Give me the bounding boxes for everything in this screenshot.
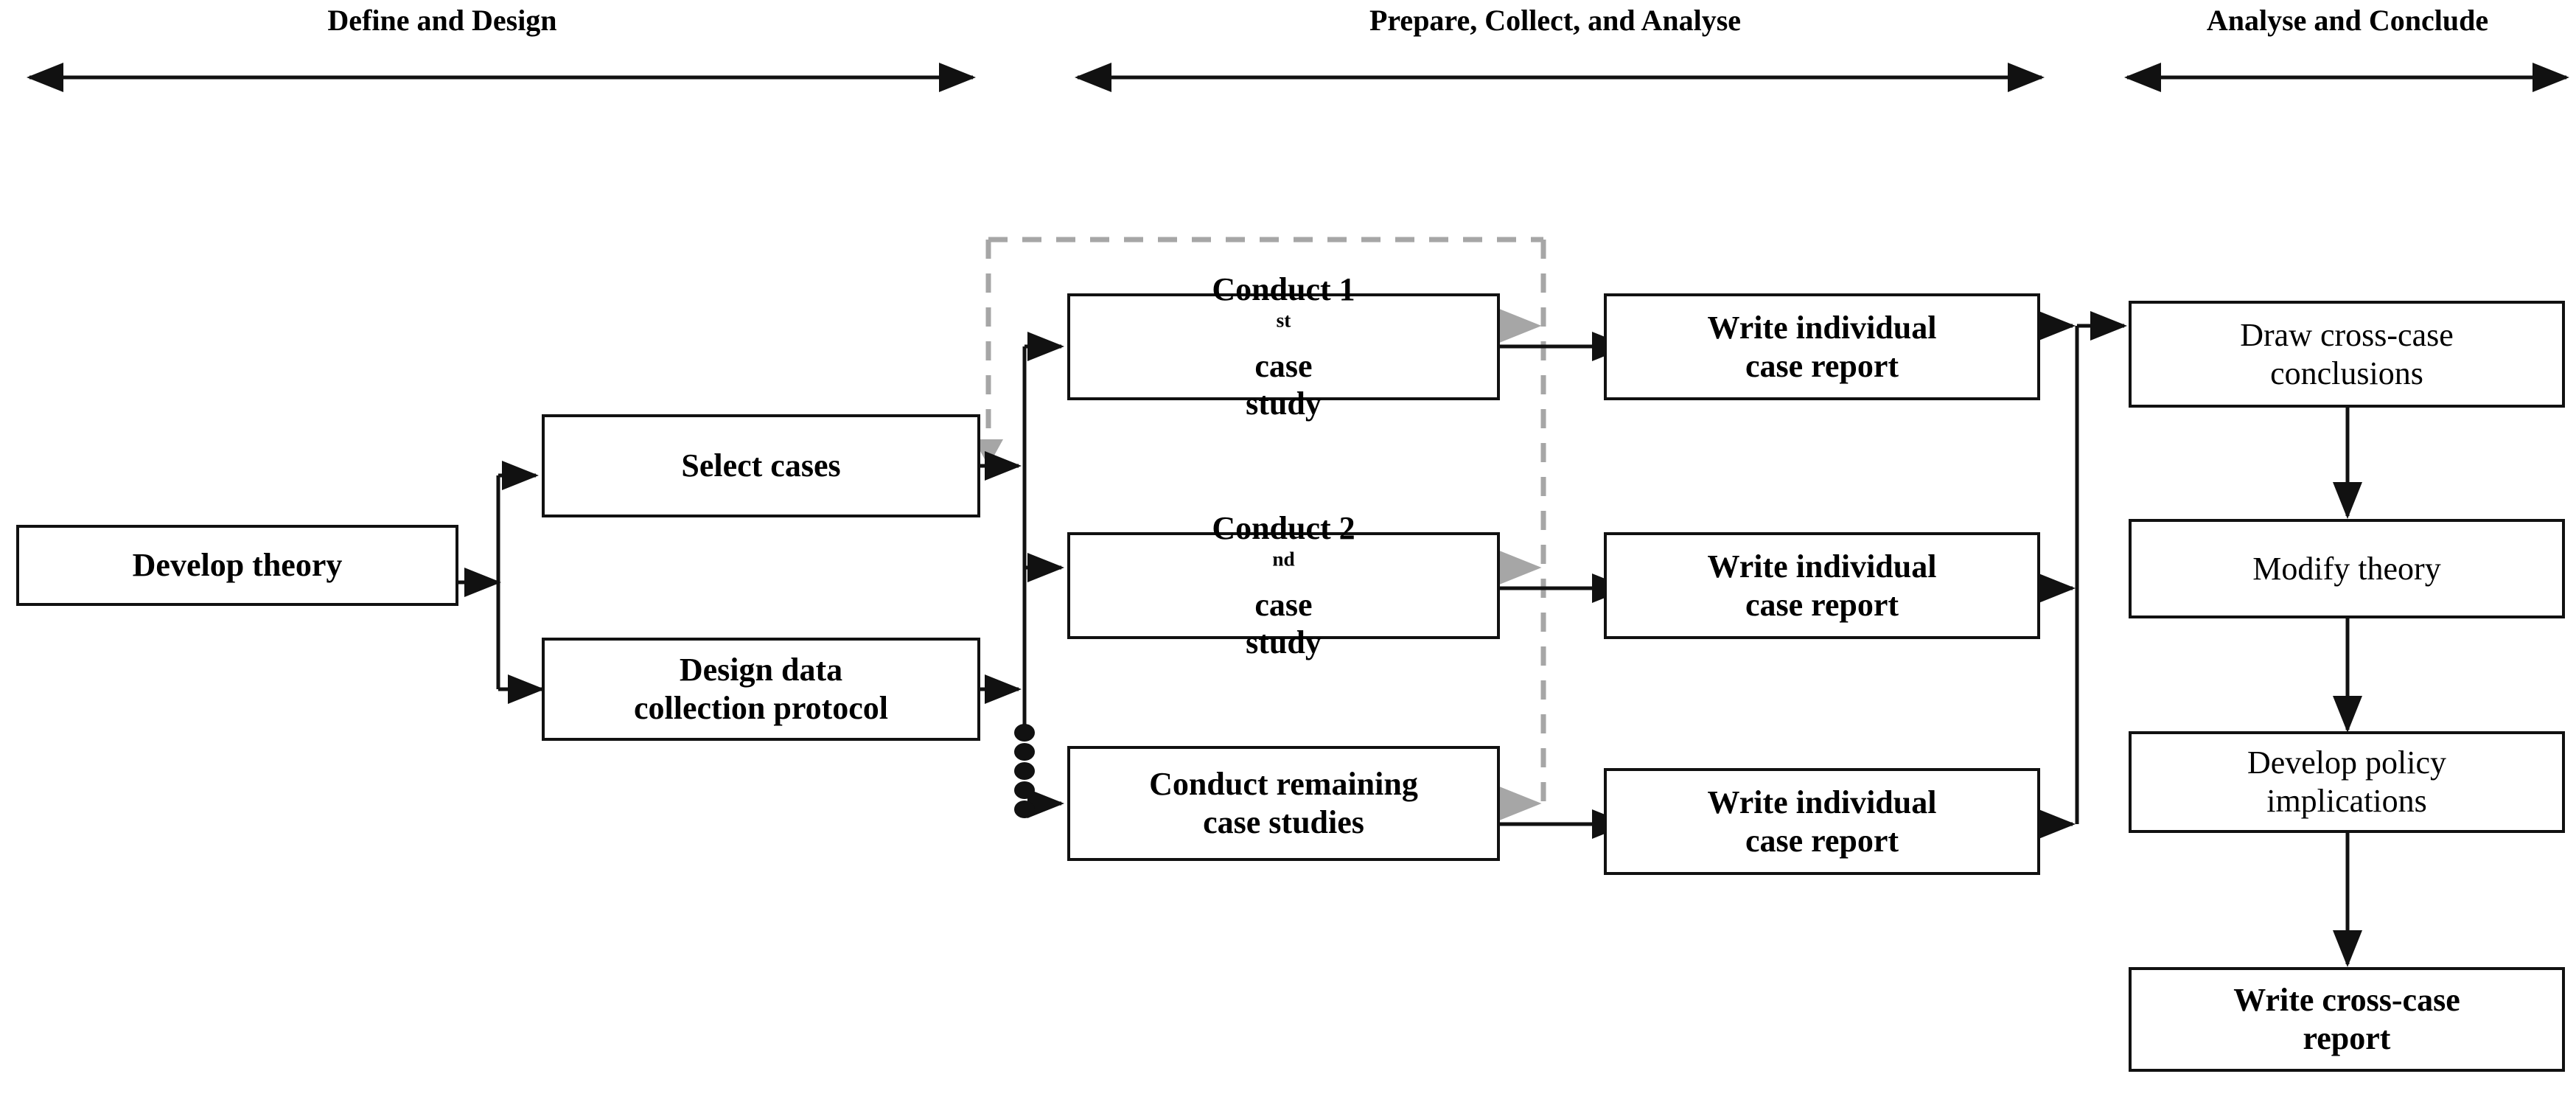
node-write-individual-2-label-line2: case report [1745,586,1899,623]
node-conduct-remaining-label-line2: case studies [1203,804,1364,840]
node-conduct-remaining-case-studies[interactable]: Conduct remaining case studies [1067,746,1500,861]
node-conduct-1st-label-line1b: case [1254,347,1313,384]
node-modify-theory[interactable]: Modify theory [2129,519,2565,618]
phase-label-analyse-conclude: Analyse and Conclude [2206,4,2489,37]
node-draw-conclusions-label-line2: conclusions [2270,355,2423,391]
node-conduct-2nd-label-line1b: case [1254,586,1313,623]
node-write-cross-case-report[interactable]: Write cross-case report [2129,967,2565,1072]
node-conduct-2nd-superscript: nd [1272,547,1295,570]
node-design-protocol-label-line2: collection protocol [634,690,888,726]
node-write-individual-case-report-2[interactable]: Write individual case report [1604,532,2040,639]
node-write-individual-1-label-line1: Write individual [1707,309,1937,346]
node-write-individual-case-report-1[interactable]: Write individual case report [1604,293,2040,400]
node-develop-theory[interactable]: Develop theory [16,525,458,606]
ellipsis-dots [1014,724,1035,818]
node-draw-conclusions-label-line1: Draw cross-case [2240,316,2454,353]
node-develop-policy-implications[interactable]: Develop policy implications [2129,731,2565,833]
node-write-cross-case-label-line2: report [2303,1020,2391,1056]
node-conduct-1st-label-line1a: Conduct 1 [1212,271,1355,307]
phase-label-define-design: Define and Design [327,4,557,37]
node-conduct-remaining-label-line1: Conduct remaining [1149,766,1418,803]
node-write-individual-3-label-line2: case report [1745,822,1899,859]
node-conduct-2nd-label-line2: study [1246,624,1322,661]
node-conduct-1st-label-line2: study [1246,386,1322,422]
node-develop-policy-label-line1: Develop policy [2247,744,2447,781]
node-write-individual-1-label-line2: case report [1745,347,1899,384]
node-write-individual-3-label-line1: Write individual [1707,784,1937,820]
node-write-individual-case-report-3[interactable]: Write individual case report [1604,768,2040,875]
node-modify-theory-label: Modify theory [2252,550,2441,587]
node-draw-cross-case-conclusions[interactable]: Draw cross-case conclusions [2129,301,2565,408]
node-develop-policy-label-line2: implications [2266,783,2427,819]
node-write-cross-case-label-line1: Write cross-case [2233,982,2460,1019]
node-develop-theory-label: Develop theory [132,547,343,584]
node-design-protocol-label-line1: Design data [679,652,843,688]
node-conduct-1st-superscript: st [1276,308,1291,331]
node-select-cases-label: Select cases [681,447,841,484]
phase-label-prepare-collect-analyse: Prepare, Collect, and Analyse [1369,4,1742,37]
node-write-individual-2-label-line1: Write individual [1707,548,1937,585]
node-design-data-collection-protocol[interactable]: Design data collection protocol [542,638,980,741]
node-select-cases[interactable]: Select cases [542,414,980,517]
node-conduct-2nd-label-line1a: Conduct 2 [1212,509,1355,546]
